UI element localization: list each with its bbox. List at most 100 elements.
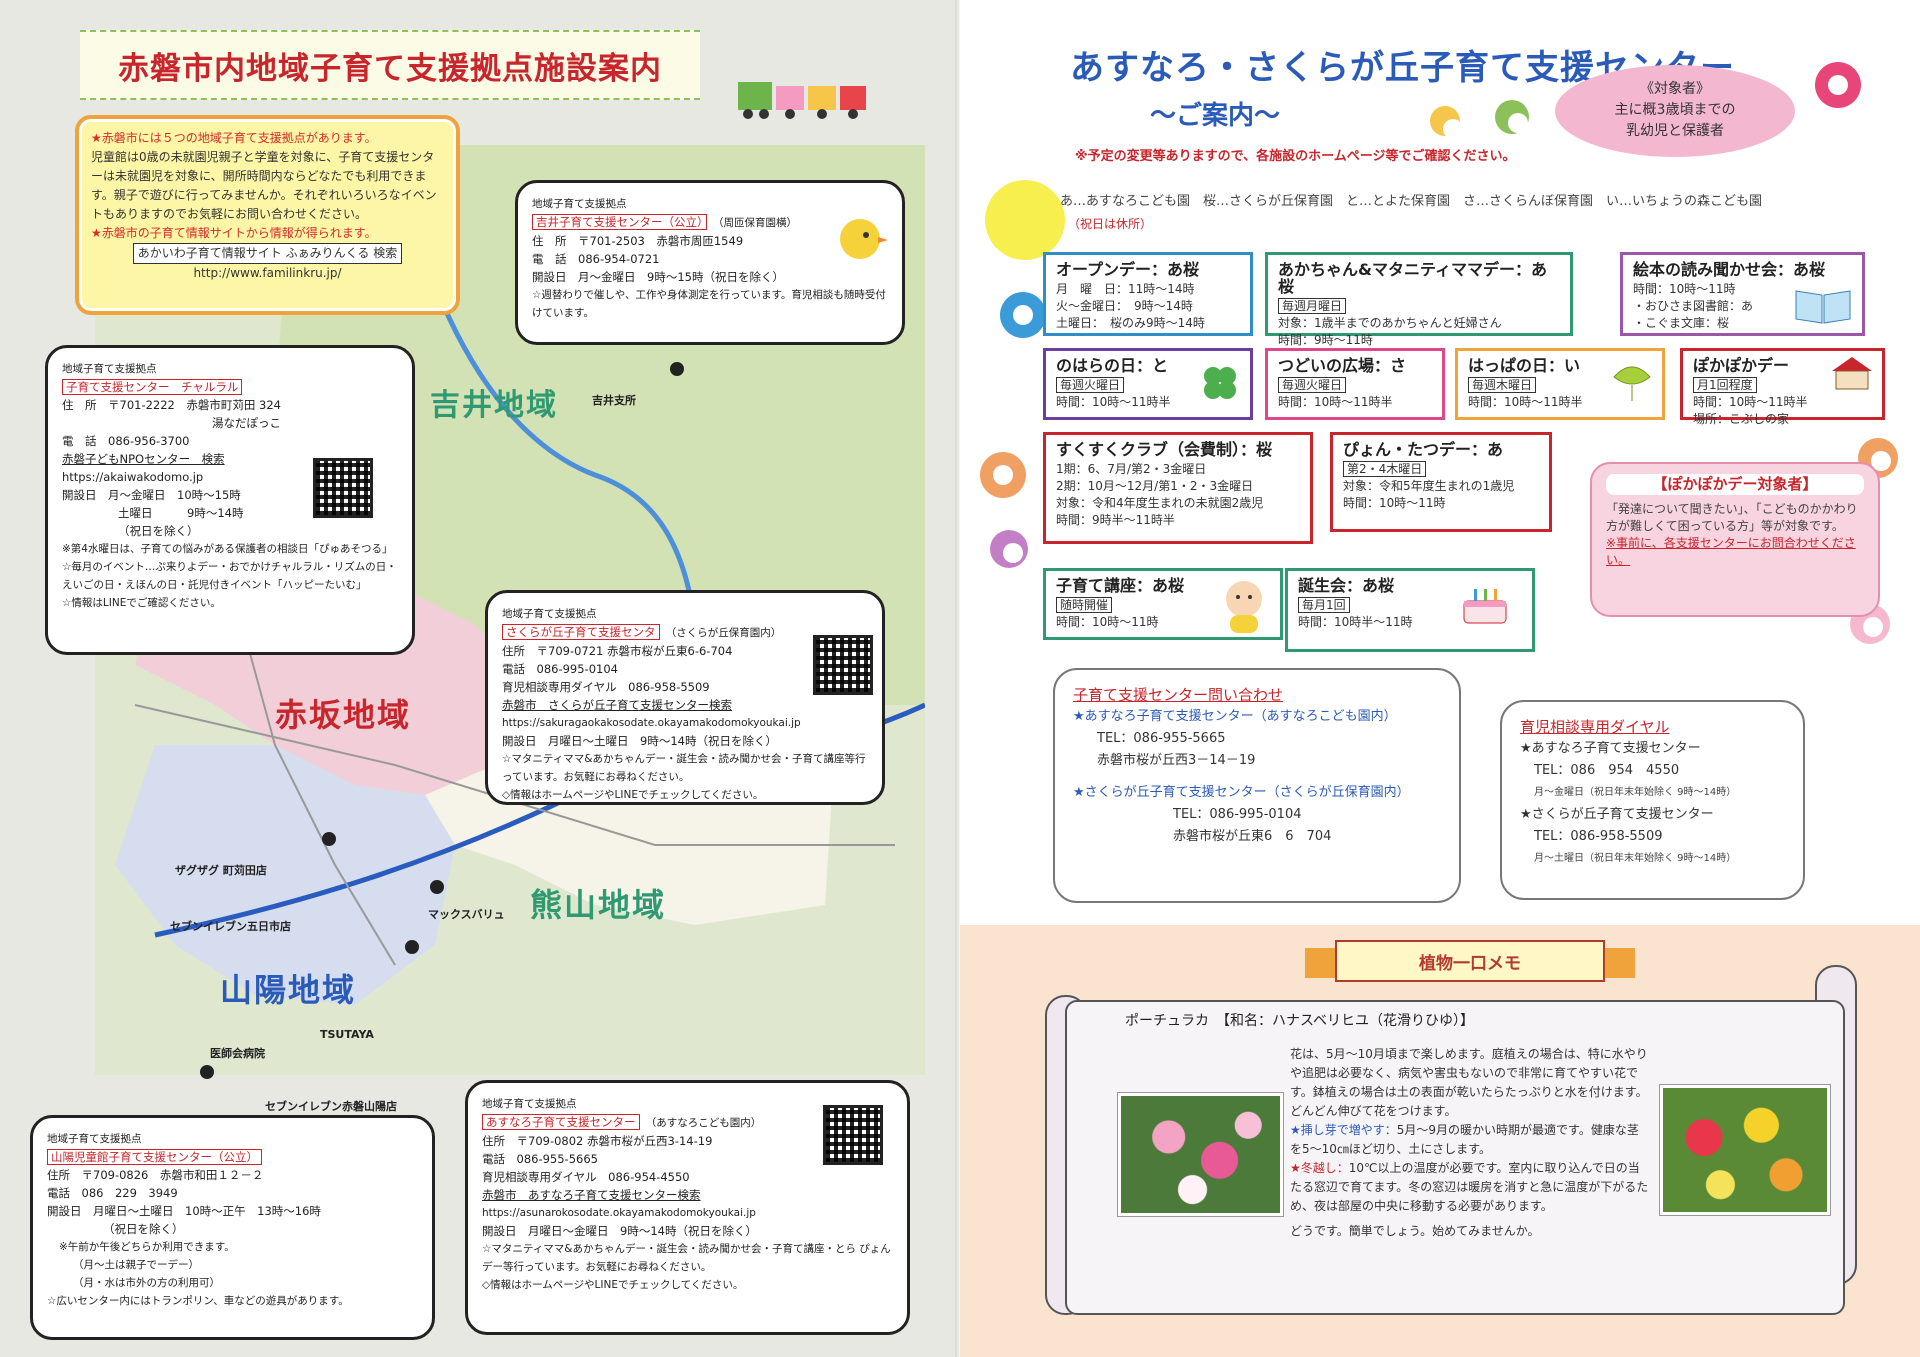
page-title: 赤磐市内地域子育て支援拠点施設案内 (118, 50, 662, 87)
qr-code-icon[interactable] (823, 1105, 883, 1165)
dial-sakuragaoka-hours: 月～土曜日（祝日年末年始除く 9時～14時） (1534, 853, 1737, 864)
schedule-note: ※予定の変更等ありますので、各施設のホームページ等でご確認ください。 (1075, 149, 1516, 164)
bubble-head: 地域子育て支援拠点 (482, 1098, 577, 1110)
dial-heading: 育児相談専用ダイヤル (1520, 718, 1670, 736)
card-title: 子育て講座：あ桜 (1056, 576, 1185, 595)
birthday-cake-icon (1463, 589, 1507, 624)
facility-phone: 電 話 086-954-0721 (532, 252, 660, 266)
facility-hours: 開設日 月曜日～金曜日 9時～14時（祝日を除く） (482, 1224, 757, 1238)
facility-address: 住所 〒709-0721 赤磐市桜が丘東6-6-704 (502, 644, 733, 658)
target-line-2: 乳幼児と保護者 (1626, 123, 1724, 139)
card-title: オープンデー：あ桜 (1056, 260, 1200, 279)
facility-url[interactable]: https://sakuragaokakosodate.okayamakodom… (502, 717, 801, 729)
card-title: 絵本の読み聞かせ会：あ桜 (1633, 260, 1826, 279)
facility-hours: 開設日 月曜日～土曜日 10時～正午 13時～16時 (47, 1204, 321, 1218)
facility-note: （周匝保育園横） (718, 217, 797, 229)
facility-name: 山陽児童館子育て支援センター（公立） (47, 1149, 262, 1165)
facility-search[interactable]: 赤磐市 さくらが丘子育て支援センター検索 (502, 698, 732, 712)
bubble-head: 地域子育て支援拠点 (502, 608, 597, 620)
info-site-url[interactable]: http://www.familinkru.jp/ (193, 266, 342, 280)
facility-phone: 電話 086-955-5665 (482, 1152, 598, 1166)
npo-search[interactable]: 赤磐子どもNPOセンター 検索 (62, 452, 225, 466)
facility-note: （あすなろこども園内） (651, 1117, 762, 1129)
facility-extra-2: ◇情報はホームページやLINEでチェックしてください。 (502, 789, 764, 801)
portulaca-photo-yellow (1660, 1085, 1830, 1215)
card-line: 時間：10時～11時半 (1468, 395, 1583, 409)
card-tag: 随時開催 (1056, 597, 1113, 613)
card-line: 対象：令和5年度生まれの1歳児 (1343, 479, 1515, 493)
marker-sanyo (200, 1065, 214, 1079)
card-line: 時間：10時半～11時 (1298, 615, 1413, 629)
card-tag: 毎月1回 (1298, 597, 1350, 613)
right-subtitle: ～ご案内～ (1150, 101, 1281, 131)
facility-extra-1: ※第4水曜日は、子育ての悩みがある保護者の相談日「ぴゅあそつる」 (62, 543, 393, 555)
card-tag: 毎週月曜日 (1278, 298, 1347, 314)
card-nohara-day: のはらの日：と 毎週火曜日 時間：10時～11時半 (1043, 348, 1253, 420)
contact-sakuragaoka-tel: TEL：086-995-0104 (1173, 807, 1302, 822)
facility-name: さくらが丘子育て支援センタ (502, 624, 660, 640)
holiday-note: （祝日は休所） (1068, 217, 1153, 231)
facility-extra-1: ☆マタニティママ&あかちゃんデー・誕生会・読み聞かせ会・子育て講座・とら ぴょん… (482, 1243, 891, 1273)
bubble-sakuragaoka-center: 地域子育て支援拠点 さくらが丘子育て支援センタ （さくらが丘保育園内） 住所 〒… (485, 590, 885, 805)
facility-name: 子育て支援センター チャルラル (62, 379, 243, 395)
sun-icon (985, 180, 1065, 260)
card-line: 時間：9時半～11時半 (1056, 513, 1175, 527)
card-title: 誕生会：あ桜 (1298, 576, 1395, 595)
facility-url[interactable]: https://akaiwakodomo.jp (62, 470, 204, 484)
qr-code-icon[interactable] (813, 635, 873, 695)
facility-phone: 電 話 086-956-3700 (62, 434, 190, 448)
card-title: すくすくクラブ（会費制）：桜 (1056, 440, 1273, 459)
facility-extra-2: （月～土は親子でーデー） (73, 1259, 199, 1271)
bubble-asunaro-center: 地域子育て支援拠点 あすなろ子育て支援センター （あすなろこども園内） 住所 〒… (465, 1080, 910, 1335)
marker-asunaro (405, 940, 419, 954)
marker-sakuragaoka (430, 880, 444, 894)
facility-legend: あ…あすなろこども園 桜…さくらが丘保育園 と…とよた保育園 さ…さくらんぼ保育… (1060, 194, 1763, 209)
contact-sakuragaoka: ★さくらが丘子育て支援センター（さくらが丘保育園内） (1073, 785, 1410, 800)
facility-search[interactable]: 赤磐市 あすなろ子育て支援センター検索 (482, 1188, 701, 1202)
card-title: ぽかぽかデー (1693, 356, 1790, 375)
facility-phone: 電話 086 229 3949 (47, 1186, 178, 1200)
info-site-search-box[interactable]: あかいわ子育て情報サイト ふぁみりんくる 検索 (132, 243, 403, 264)
card-story-time: 絵本の読み聞かせ会：あ桜 時間：10時～11時 ・おひさま図書館：あ ・こぐま文… (1620, 252, 1865, 336)
card-line: 対象：令和4年度生まれの未就園2歳児 (1056, 496, 1264, 510)
memo-cutting-label: ★挿し芽で増やす： (1290, 1123, 1397, 1137)
contact-asunaro: ★あすなろ子育て支援センター（あすなろこども園内） (1073, 709, 1397, 724)
intro-line-1: ★赤磐市には５つの地域子育て支援拠点があります。 (91, 131, 377, 145)
memo-paragraph-1: 花は、5月～10月頃まで楽しめます。庭植えの場合は、特に水やりや追肥は必要なく、… (1290, 1047, 1648, 1118)
facility-hours-2: 土曜日 9時～14時 (118, 506, 244, 520)
memo-cutting-text: 5月～9月の暖かい時期が最適です。健康な茎を5～10㎝ほど切り、土にさします。 (1290, 1123, 1639, 1156)
portulaca-photo-pink (1118, 1093, 1283, 1216)
qr-code-icon[interactable] (313, 458, 373, 518)
target-line-1: 主に概3歳頃までの (1614, 102, 1736, 118)
card-title: ぴょん・たつデー：あ (1343, 440, 1504, 459)
memo-winter-label: ★冬越し： (1290, 1161, 1349, 1175)
dial-asunaro-tel: TEL：086 954 4550 (1534, 763, 1680, 778)
pokapoka-line-1: 「発達について聞きたい」、「こどものかかわり方が難しくて困っている方」等が対象で… (1606, 502, 1858, 533)
facility-address-2: 湯なだぽっこ (212, 416, 281, 430)
region-kumayama: 熊山地域 (530, 886, 667, 924)
facility-dial: 育児相談専用ダイヤル 086-958-5509 (502, 680, 710, 694)
dial-asunaro: ★あすなろ子育て支援センター (1520, 741, 1701, 756)
pokapoka-target-box: 【ぽかぽかデー対象者】 「発達について聞きたい」、「こどものかかわり方が難しくて… (1590, 462, 1880, 617)
facility-url[interactable]: https://asunarokosodate.okayamakodomokyo… (482, 1207, 756, 1219)
facility-hours-3: （祝日を除く） (118, 524, 199, 538)
card-line: 月 曜 日：11時～14時 (1056, 282, 1195, 296)
card-tag: 毎週火曜日 (1056, 377, 1125, 393)
card-title: あかちゃん&マタニティママデー：あ桜 (1278, 260, 1547, 296)
intro-line-3: ★赤磐市の子育て情報サイトから情報が得られます。 (91, 226, 377, 240)
card-title: つどいの広場：さ (1278, 356, 1407, 375)
facility-phone: 電話 086-995-0104 (502, 662, 618, 676)
book-icon (1795, 290, 1851, 324)
card-gathering-plaza: つどいの広場：さ 毎週火曜日 時間：10時～11時半 (1265, 348, 1445, 420)
bubble-head: 地域子育て支援拠点 (47, 1133, 142, 1145)
flower-icon (1430, 106, 1463, 139)
ginkgo-leaf-icon (1613, 366, 1651, 401)
flower-icon (990, 530, 1028, 568)
card-tag: 毎週木曜日 (1468, 377, 1537, 393)
card-line: 時間：10時～11時半 (1056, 395, 1171, 409)
facility-address: 住所 〒709-0826 赤磐市和田１２－２ (47, 1168, 264, 1182)
card-line: 時間：10時～11時半 (1278, 395, 1393, 409)
card-line: 2期：10月～12月/第1・2・3金曜日 (1056, 479, 1254, 493)
dial-sakuragaoka-tel: TEL：086-958-5509 (1534, 829, 1663, 844)
card-line: 土曜日： 桜のみ9時～14時 (1056, 316, 1205, 330)
